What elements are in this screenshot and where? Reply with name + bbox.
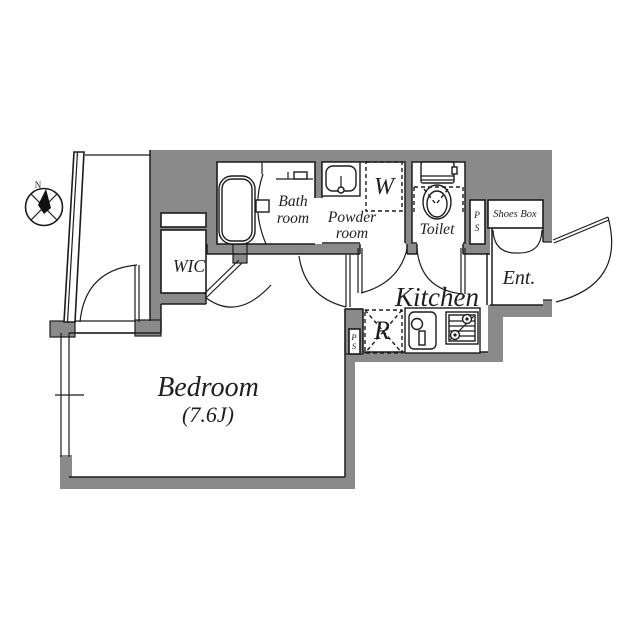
wall-toilet-left [405,162,412,244]
ps-top-label-p: P [473,211,480,221]
shoes-box [487,199,544,229]
wall-toilet-right-stub [463,244,490,254]
wall-right-upper [543,200,552,242]
refrigerator-label: R [373,316,390,345]
entrance-label: Ent. [502,267,536,289]
bedroom-label: Bedroom [157,372,259,403]
powder-room-door [357,248,408,294]
toilet-door [416,248,466,295]
ps-bottom-label-s: S [352,341,357,351]
wall-top [150,150,552,162]
bath-counter-icon [255,162,313,213]
powder-room-label-2: room [336,225,368,242]
bath-room-label-1: Bath [278,193,308,210]
wall-bath-bottom [207,244,360,254]
wall-bedroom-opening-left [49,320,76,338]
compass-needle [38,189,51,214]
compass-north-label: N [35,180,42,190]
washer-label: W [374,174,396,200]
wall-wic-bottom [153,293,206,304]
refrigerator-box [364,309,403,354]
pipe-space-bottom-box [348,328,361,355]
toilet-label: Toilet [420,221,455,238]
wall-wic-left [150,246,161,333]
kitchen-faucet-icon [410,317,424,331]
entrance-door [552,216,613,303]
wic-label: WIC [173,256,205,276]
wall-kitchen-bottom [345,352,503,362]
wall-toilet-right [463,162,470,244]
ps-bottom-label-p: P [350,332,356,342]
left-slanted-panel-inner-line [66,151,79,323]
room-labels: Bath room Powder room W Toilet P S Shoes… [157,174,537,427]
wall-kitchen-ent-corner [488,305,503,362]
shoes-box-doors [492,229,543,254]
wall-powder-toilet-stub [407,244,417,254]
kitchen-faucet-handle [418,330,426,346]
toilet-icon [413,161,464,220]
left-slanted-panel [63,151,85,323]
bedroom-corridor-door [79,264,140,323]
bedroom-area-label: (7.6J) [182,402,234,427]
pipe-space-top-box [469,199,486,245]
bedroom-window [55,333,84,457]
wall-entrance-bottom [488,305,552,317]
wall-top-right-block [463,150,552,200]
powder-room-label-1: Powder [327,209,377,226]
wall-bedroom-right [345,352,355,489]
wall-bath-powder [315,162,322,198]
compass: N [24,180,64,227]
wall-bedroom-bottom [60,477,355,489]
wic-upper-slot [160,212,207,228]
washing-machine-box [365,161,403,212]
wic-door [203,259,272,308]
stove-icon [445,311,479,345]
bedroom-door [298,255,351,308]
kitchen-label: Kitchen [394,282,479,312]
powder-sink-icon [321,161,361,197]
shoes-box-label: Shoes Box [493,209,537,220]
bathtub-icon [218,175,256,245]
wic-room [160,229,207,294]
ps-top-label-s: S [475,224,480,234]
bath-room-label-2: room [277,210,309,227]
